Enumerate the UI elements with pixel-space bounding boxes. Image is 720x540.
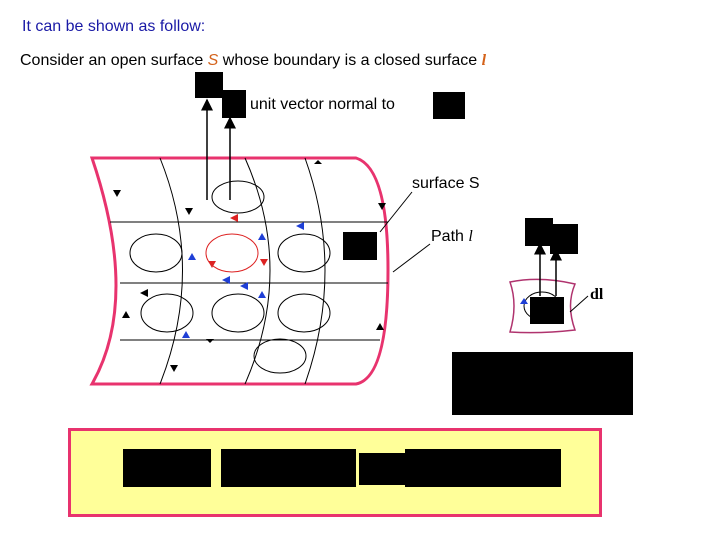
black-arrow-7 bbox=[378, 203, 386, 210]
blue-arrows bbox=[182, 222, 304, 338]
redacted-formula-surface-block bbox=[343, 232, 377, 260]
surface-outline bbox=[89, 156, 390, 386]
normal-vector-label: unit vector normal to bbox=[250, 96, 395, 113]
blue-arrow-7 bbox=[296, 222, 304, 230]
black-arrow-8 bbox=[376, 323, 384, 330]
path-label-symbol: l bbox=[468, 228, 473, 245]
loop-1-1 bbox=[129, 233, 183, 273]
black-arrows bbox=[113, 160, 386, 372]
blue-arrow-6 bbox=[240, 282, 248, 290]
redacted-result-2 bbox=[221, 449, 356, 487]
redacted-formula-top-left bbox=[195, 72, 223, 98]
black-arrow-3 bbox=[140, 289, 148, 297]
loop-2-1 bbox=[140, 293, 194, 333]
redacted-result-1 bbox=[123, 449, 211, 487]
red-arrows bbox=[208, 214, 268, 268]
dl-leader bbox=[569, 295, 589, 313]
redacted-formula-normal-target bbox=[433, 92, 465, 119]
loop-2-2 bbox=[211, 293, 265, 333]
black-arrow-5 bbox=[206, 339, 214, 343]
element-loop bbox=[523, 291, 561, 321]
element-patch bbox=[509, 278, 577, 334]
surface-label: surface S bbox=[412, 175, 480, 192]
intro-prefix: Consider an open surface bbox=[20, 52, 208, 69]
blue-arrow-1 bbox=[188, 253, 196, 260]
element-loop-arrow bbox=[520, 298, 528, 304]
slide-title: It can be shown as follow: bbox=[22, 18, 206, 35]
redacted-formula-normal-symbol bbox=[222, 90, 246, 118]
blue-arrow-4 bbox=[182, 331, 190, 338]
surface-symbol: S bbox=[207, 52, 219, 69]
black-arrow-2 bbox=[185, 208, 193, 215]
loop-2-3 bbox=[277, 293, 331, 333]
vertical-curve-2 bbox=[244, 157, 271, 385]
dl-label: dl bbox=[590, 286, 604, 303]
black-arrow-6 bbox=[314, 160, 322, 164]
vertical-curve-1 bbox=[159, 157, 183, 385]
path-label-prefix: Path bbox=[431, 228, 469, 245]
blue-arrow-5 bbox=[258, 291, 266, 298]
path-symbol: l bbox=[481, 52, 487, 69]
red-arrow-1 bbox=[230, 214, 238, 222]
loop-1-3 bbox=[277, 233, 331, 273]
redacted-result-3 bbox=[359, 453, 409, 485]
surface-leader bbox=[379, 191, 413, 233]
red-arrow-2 bbox=[208, 261, 216, 268]
red-arrow-3 bbox=[260, 259, 268, 266]
loop-3-3 bbox=[253, 338, 307, 374]
black-arrow-4 bbox=[122, 311, 130, 318]
intro-middle: whose boundary is a closed surface bbox=[218, 52, 482, 69]
path-label: Path l bbox=[431, 228, 473, 246]
blue-arrow-3 bbox=[222, 276, 230, 284]
redacted-formula-panel bbox=[452, 352, 633, 415]
redacted-formula-right-top bbox=[525, 218, 553, 246]
redacted-result-4 bbox=[405, 449, 561, 487]
vertical-curve-3 bbox=[304, 157, 326, 385]
black-arrow-9 bbox=[170, 365, 178, 372]
black-arrow-1 bbox=[113, 190, 121, 197]
intro-sentence: Consider an open surface S whose boundar… bbox=[20, 52, 486, 70]
loop-3-2 bbox=[211, 180, 265, 214]
path-leader bbox=[392, 243, 431, 273]
loop-1-2 bbox=[205, 233, 259, 273]
blue-arrow-2 bbox=[258, 233, 266, 240]
result-box bbox=[68, 428, 602, 517]
